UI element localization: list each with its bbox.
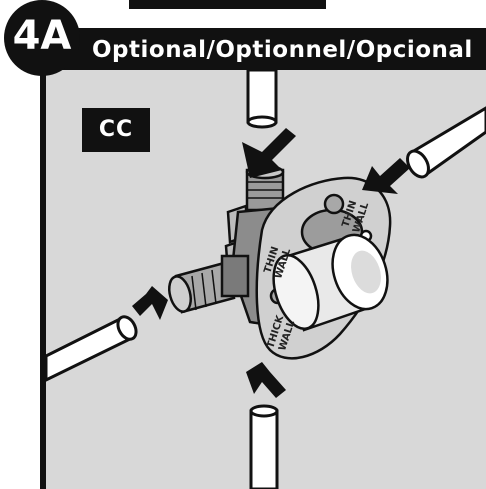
- valve-cartridge: [272, 233, 389, 332]
- option-label: CC: [98, 117, 134, 142]
- arrow-left-icon: [132, 286, 168, 320]
- step-number: 4A: [12, 13, 72, 59]
- header-title: Optional/Optionnel/Opcional: [92, 37, 473, 63]
- arrow-bottom-icon: [246, 362, 286, 398]
- arrow-right-icon: [362, 158, 410, 194]
- top-pipe: [246, 68, 278, 129]
- option-badge: [82, 108, 150, 152]
- header-bar: [34, 28, 486, 70]
- bottom-pipe: [249, 404, 279, 489]
- left-pipe: [44, 315, 138, 383]
- arrow-top-icon: [242, 128, 296, 178]
- right-pipe: [406, 106, 486, 179]
- step-badge: [4, 0, 80, 76]
- top-label-box: [129, 0, 326, 9]
